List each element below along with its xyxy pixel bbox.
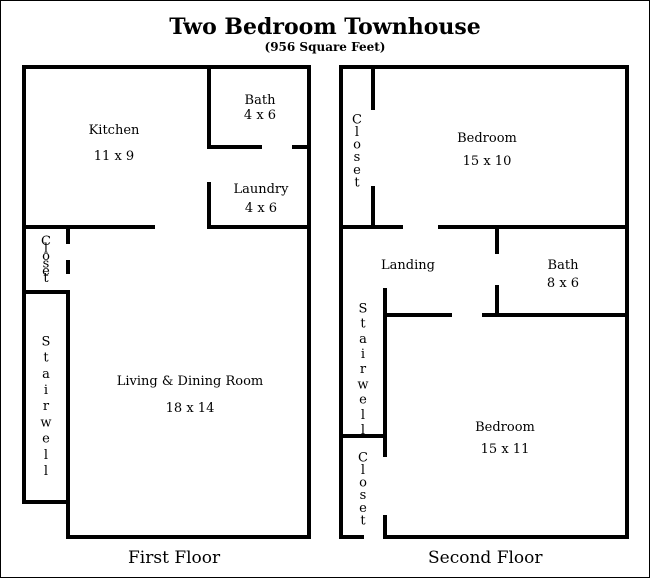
second-floor-label: Second Floor xyxy=(428,548,543,568)
page-title: Two Bedroom Townhouse xyxy=(169,14,481,40)
sf-bedroom-bottom-size: 15 x 11 xyxy=(481,442,530,457)
second-floor-walls xyxy=(339,65,629,539)
ff-bath-label: Bath xyxy=(245,93,277,108)
kitchen-size: 11 x 9 xyxy=(94,149,134,164)
page-subtitle: (956 Square Feet) xyxy=(264,40,386,54)
ff-bath-size: 4 x 6 xyxy=(244,108,276,123)
living-label: Living & Dining Room xyxy=(117,374,264,389)
ff-closet-label: Closet xyxy=(41,234,51,286)
laundry-size: 4 x 6 xyxy=(245,201,277,216)
living-size: 18 x 14 xyxy=(166,401,215,416)
first-floor-walls xyxy=(22,65,311,539)
ff-closet-label-text: Closet xyxy=(41,234,51,286)
sf-bath-size: 8 x 6 xyxy=(547,276,579,291)
first-floor-label: First Floor xyxy=(128,548,221,568)
laundry-label: Laundry xyxy=(233,182,289,197)
landing-label: Landing xyxy=(381,258,435,273)
kitchen-label: Kitchen xyxy=(89,123,140,138)
sf-bedroom-top-size: 15 x 10 xyxy=(463,154,512,169)
sf-bedroom-bottom-label: Bedroom xyxy=(475,420,535,435)
sf-bedroom-top-label: Bedroom xyxy=(457,131,517,146)
sf-bath-label: Bath xyxy=(548,258,580,273)
